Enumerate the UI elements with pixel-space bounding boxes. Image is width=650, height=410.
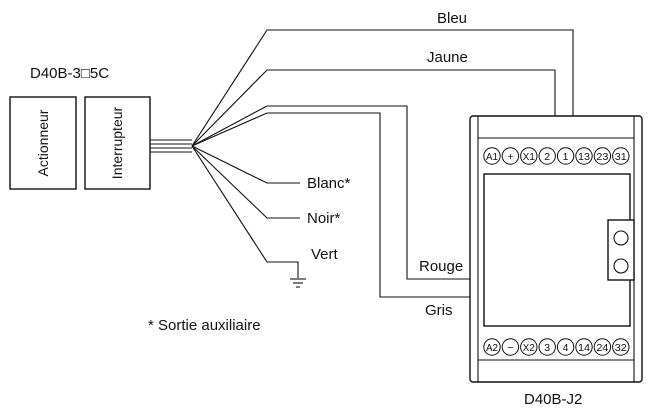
terminal-label: X2 bbox=[523, 342, 535, 354]
terminal-label: 23 bbox=[596, 151, 608, 163]
terminal-label: 1 bbox=[563, 151, 569, 163]
wire-blue bbox=[191, 29, 574, 148]
terminal-label: 2 bbox=[544, 151, 550, 163]
terminal-screw bbox=[483, 338, 501, 356]
wire-label-yellow: Jaune bbox=[427, 49, 468, 66]
top-terminal-row: A1 + X1 2 1 13 23 31 bbox=[483, 147, 630, 165]
terminal-screw bbox=[556, 338, 575, 356]
terminal-label: 4 bbox=[563, 342, 569, 354]
ground-icon bbox=[290, 278, 306, 288]
terminal-label: + bbox=[507, 151, 513, 163]
terminal-screw bbox=[501, 147, 520, 165]
controller-model-label: D40B-J2 bbox=[524, 391, 582, 408]
terminal-screw bbox=[593, 147, 612, 165]
terminal-screw bbox=[612, 338, 630, 356]
switch-label: Interrupteur bbox=[109, 106, 125, 179]
terminal-screw bbox=[520, 338, 538, 356]
wire-label-black: Noir* bbox=[307, 210, 341, 227]
wire-label-red: Rouge bbox=[419, 258, 463, 275]
controller-unit bbox=[469, 115, 643, 383]
terminal-label: A2 bbox=[486, 342, 498, 354]
actuator-box bbox=[9, 96, 77, 190]
terminal-screw bbox=[612, 147, 630, 165]
wire-label-green: Vert bbox=[311, 246, 339, 263]
wire-black bbox=[191, 145, 300, 219]
bottom-terminal-row: A2−X2 3 4 14 24 32 bbox=[483, 338, 630, 356]
terminal-screw bbox=[483, 147, 501, 165]
wire-label-white: Blanc* bbox=[307, 175, 351, 192]
terminal-label: − bbox=[507, 342, 513, 354]
terminal-label: X1 bbox=[523, 151, 535, 163]
terminal-screw bbox=[501, 338, 520, 356]
terminal-screw bbox=[538, 147, 556, 165]
footnote: * Sortie auxiliaire bbox=[148, 317, 261, 334]
terminal-label: 14 bbox=[578, 342, 590, 354]
led-icon bbox=[613, 258, 629, 274]
wire-white bbox=[191, 145, 300, 184]
terminal-label: 13 bbox=[578, 151, 590, 163]
terminal-label: 24 bbox=[596, 342, 608, 354]
terminal-screw bbox=[538, 338, 556, 356]
led-icon bbox=[613, 230, 629, 246]
cable bbox=[150, 139, 192, 153]
controller-front-panel bbox=[483, 173, 631, 327]
terminal-label: A1 bbox=[486, 151, 498, 163]
indicator-window bbox=[607, 219, 635, 281]
terminal-label: 32 bbox=[615, 342, 627, 354]
wire-label-grey: Gris bbox=[425, 302, 453, 319]
switch-box bbox=[84, 96, 151, 190]
sensor-model-label: D40B-3□5C bbox=[30, 65, 109, 82]
terminal-label: 3 bbox=[544, 342, 550, 354]
wire-label-blue: Bleu bbox=[437, 10, 467, 27]
wire-yellow bbox=[191, 69, 556, 148]
terminal-screw bbox=[520, 147, 538, 165]
actuator-label: Actionneur bbox=[35, 109, 51, 176]
terminal-screw bbox=[556, 147, 575, 165]
terminal-label: 31 bbox=[615, 151, 627, 163]
terminal-screw bbox=[575, 338, 593, 356]
terminal-screw bbox=[575, 147, 593, 165]
terminal-screw bbox=[593, 338, 612, 356]
wire-green bbox=[191, 145, 299, 278]
